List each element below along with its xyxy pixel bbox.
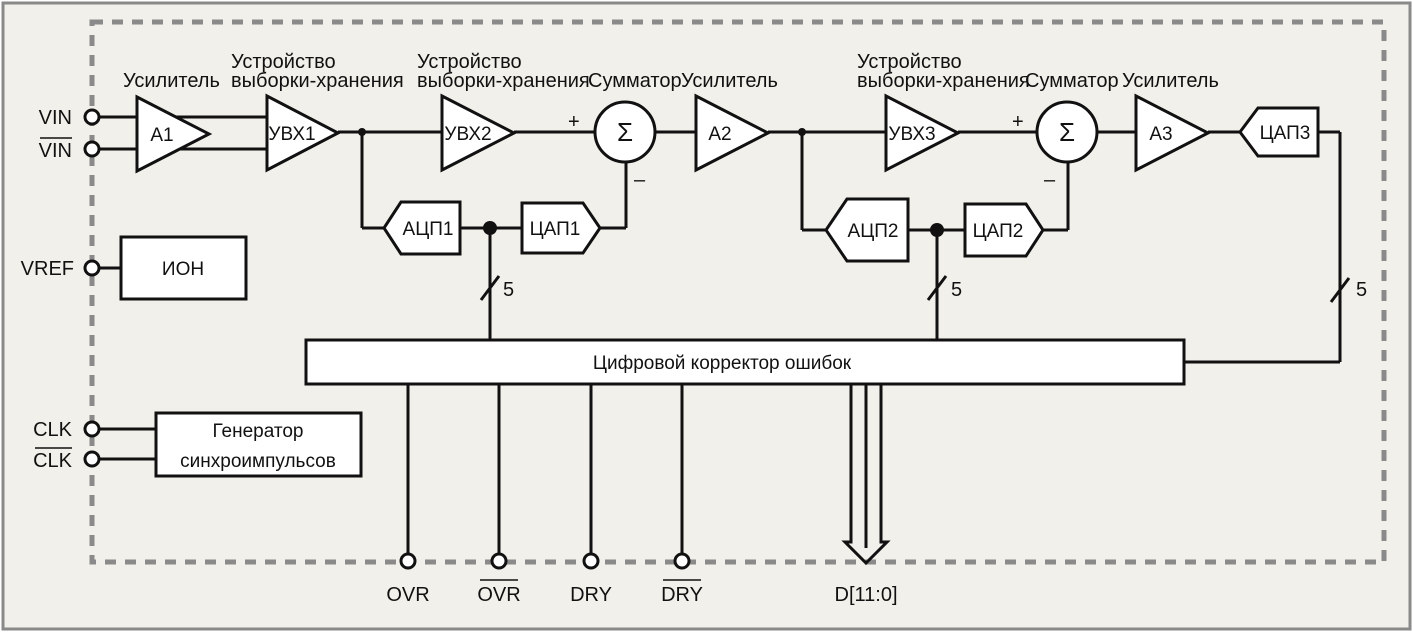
dac-1 <box>520 201 602 255</box>
amplifier-a3 <box>1134 93 1212 173</box>
pin-clk-n-label: CLK <box>33 450 73 472</box>
pin-vin-n-label: VIN <box>39 140 72 162</box>
error-corrector-block <box>304 338 1186 386</box>
pin-dry-n-label: DRY <box>661 584 703 606</box>
clock-generator-line1: Генератор <box>213 421 304 442</box>
amplifier-a2-label: А2 <box>708 124 731 145</box>
dac-2 <box>963 202 1045 258</box>
junction-dot <box>798 128 806 136</box>
pin-clk <box>83 420 101 438</box>
label-amp-2: Усилитель <box>681 70 778 92</box>
sample-hold-uvx3-label: УВХ3 <box>888 124 935 145</box>
adc-2 <box>824 197 910 263</box>
bus-slash-1 <box>479 275 501 301</box>
sample-hold-uvx2 <box>440 93 518 173</box>
label-sh1-line2: выборки-хранения <box>231 70 404 92</box>
summer-2-minus: – <box>1044 169 1056 191</box>
amplifier-a1 <box>135 94 213 174</box>
summer-2-sigma: Σ <box>1059 117 1075 147</box>
label-sh3-line1: Устройство <box>857 51 962 73</box>
summer-1-plus: + <box>568 111 580 133</box>
pin-clk-label: CLK <box>33 419 73 441</box>
error-corrector-label: Цифровой корректор ошибок <box>593 353 852 374</box>
dac-2-label: ЦАП2 <box>973 221 1024 242</box>
pin-vref <box>83 259 101 277</box>
label-sh1-line1: Устройство <box>231 51 336 73</box>
sample-hold-uvx1-label: УВХ1 <box>268 124 315 145</box>
bus-slash-2 <box>926 275 948 301</box>
pin-ovr-label: OVR <box>386 584 429 606</box>
junction-dot <box>358 128 366 136</box>
dac-1-label: ЦАП1 <box>530 219 581 240</box>
pin-dry-label: DRY <box>570 584 612 606</box>
pin-data-label: D[11:0] <box>835 584 898 606</box>
adc-1-label: АЦП1 <box>403 219 454 240</box>
clock-generator-line2: синхроимпульсов <box>180 451 336 472</box>
data-bus-arrow <box>841 384 891 566</box>
clock-generator-block <box>154 411 363 478</box>
label-sh2-line2: выборки-хранения <box>417 70 590 92</box>
dac-3-label: ЦАП3 <box>1260 123 1311 144</box>
summer-1-minus: – <box>634 169 646 191</box>
summer-2 <box>1035 100 1099 164</box>
amplifier-a2 <box>694 93 772 173</box>
sample-hold-uvx1 <box>265 93 342 173</box>
label-amp-1: Усилитель <box>123 70 220 92</box>
adc-2-label: АЦП2 <box>848 221 899 242</box>
pin-vref-label: VREF <box>21 258 74 280</box>
dac-3 <box>1238 106 1320 158</box>
pin-vin-n <box>83 140 101 158</box>
label-summer-1: Сумматор <box>588 70 682 92</box>
pin-dry-n <box>673 552 691 570</box>
sample-hold-uvx3 <box>884 93 962 173</box>
label-amp-3: Усилитель <box>1122 70 1219 92</box>
wires <box>99 115 1342 553</box>
summer-1 <box>593 100 657 164</box>
junction-dot <box>930 223 944 237</box>
pin-ovr <box>399 552 417 570</box>
pin-dry <box>582 552 600 570</box>
pin-vin <box>83 108 101 126</box>
reference-block <box>119 235 248 301</box>
junction-dot <box>483 221 497 235</box>
bus-slash-3 <box>1329 277 1351 303</box>
reference-block-label: ИОН <box>162 259 204 280</box>
pin-ovr-n-label: OVR <box>477 584 520 606</box>
label-sh3-line2: выборки-хранения <box>857 70 1030 92</box>
bus-width-1: 5 <box>503 279 514 301</box>
label-sh2-line1: Устройство <box>417 51 522 73</box>
chip-boundary <box>89 19 1387 565</box>
amplifier-a1-label: А1 <box>150 125 173 146</box>
sample-hold-uvx2-label: УВХ2 <box>444 124 491 145</box>
summer-1-sigma: Σ <box>617 117 633 147</box>
bus-width-2: 5 <box>951 279 962 301</box>
summer-2-plus: + <box>1012 111 1024 133</box>
label-summer-2: Сумматор <box>1025 70 1119 92</box>
amplifier-a3-label: А3 <box>1149 124 1172 145</box>
pin-ovr-n <box>490 552 508 570</box>
pin-clk-n <box>83 450 101 468</box>
bus-width-3: 5 <box>1356 279 1367 301</box>
adc-1 <box>382 200 462 256</box>
pin-vin-label: VIN <box>39 107 72 129</box>
